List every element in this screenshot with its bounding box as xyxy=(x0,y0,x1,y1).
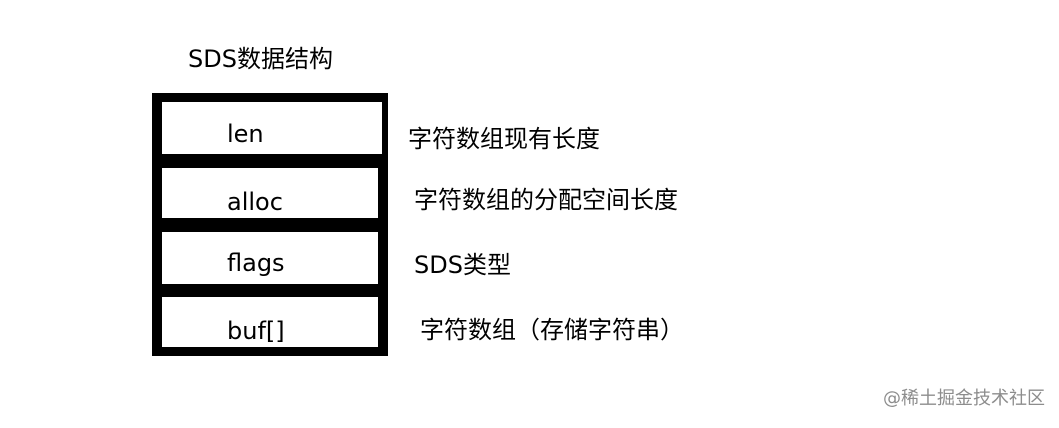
watermark: @稀土掘金技术社区 xyxy=(883,388,1045,409)
field-label-flags: flags xyxy=(227,249,285,277)
field-box-alloc xyxy=(162,168,378,218)
diagram-title: SDS数据结构 xyxy=(188,45,333,73)
field-label-len: len xyxy=(227,120,264,148)
field-desc-flags: SDS类型 xyxy=(414,251,511,279)
field-desc-buf: 字符数组（存储字符串） xyxy=(420,316,684,344)
field-desc-len: 字符数组现有长度 xyxy=(408,125,600,153)
field-label-buf: buf[] xyxy=(227,317,285,345)
field-box-flags xyxy=(162,232,378,284)
sds-struct-diagram xyxy=(152,93,388,356)
field-box-buf xyxy=(162,297,378,347)
field-label-alloc: alloc xyxy=(227,188,283,216)
field-box-len xyxy=(162,102,382,154)
field-desc-alloc: 字符数组的分配空间长度 xyxy=(414,186,678,214)
